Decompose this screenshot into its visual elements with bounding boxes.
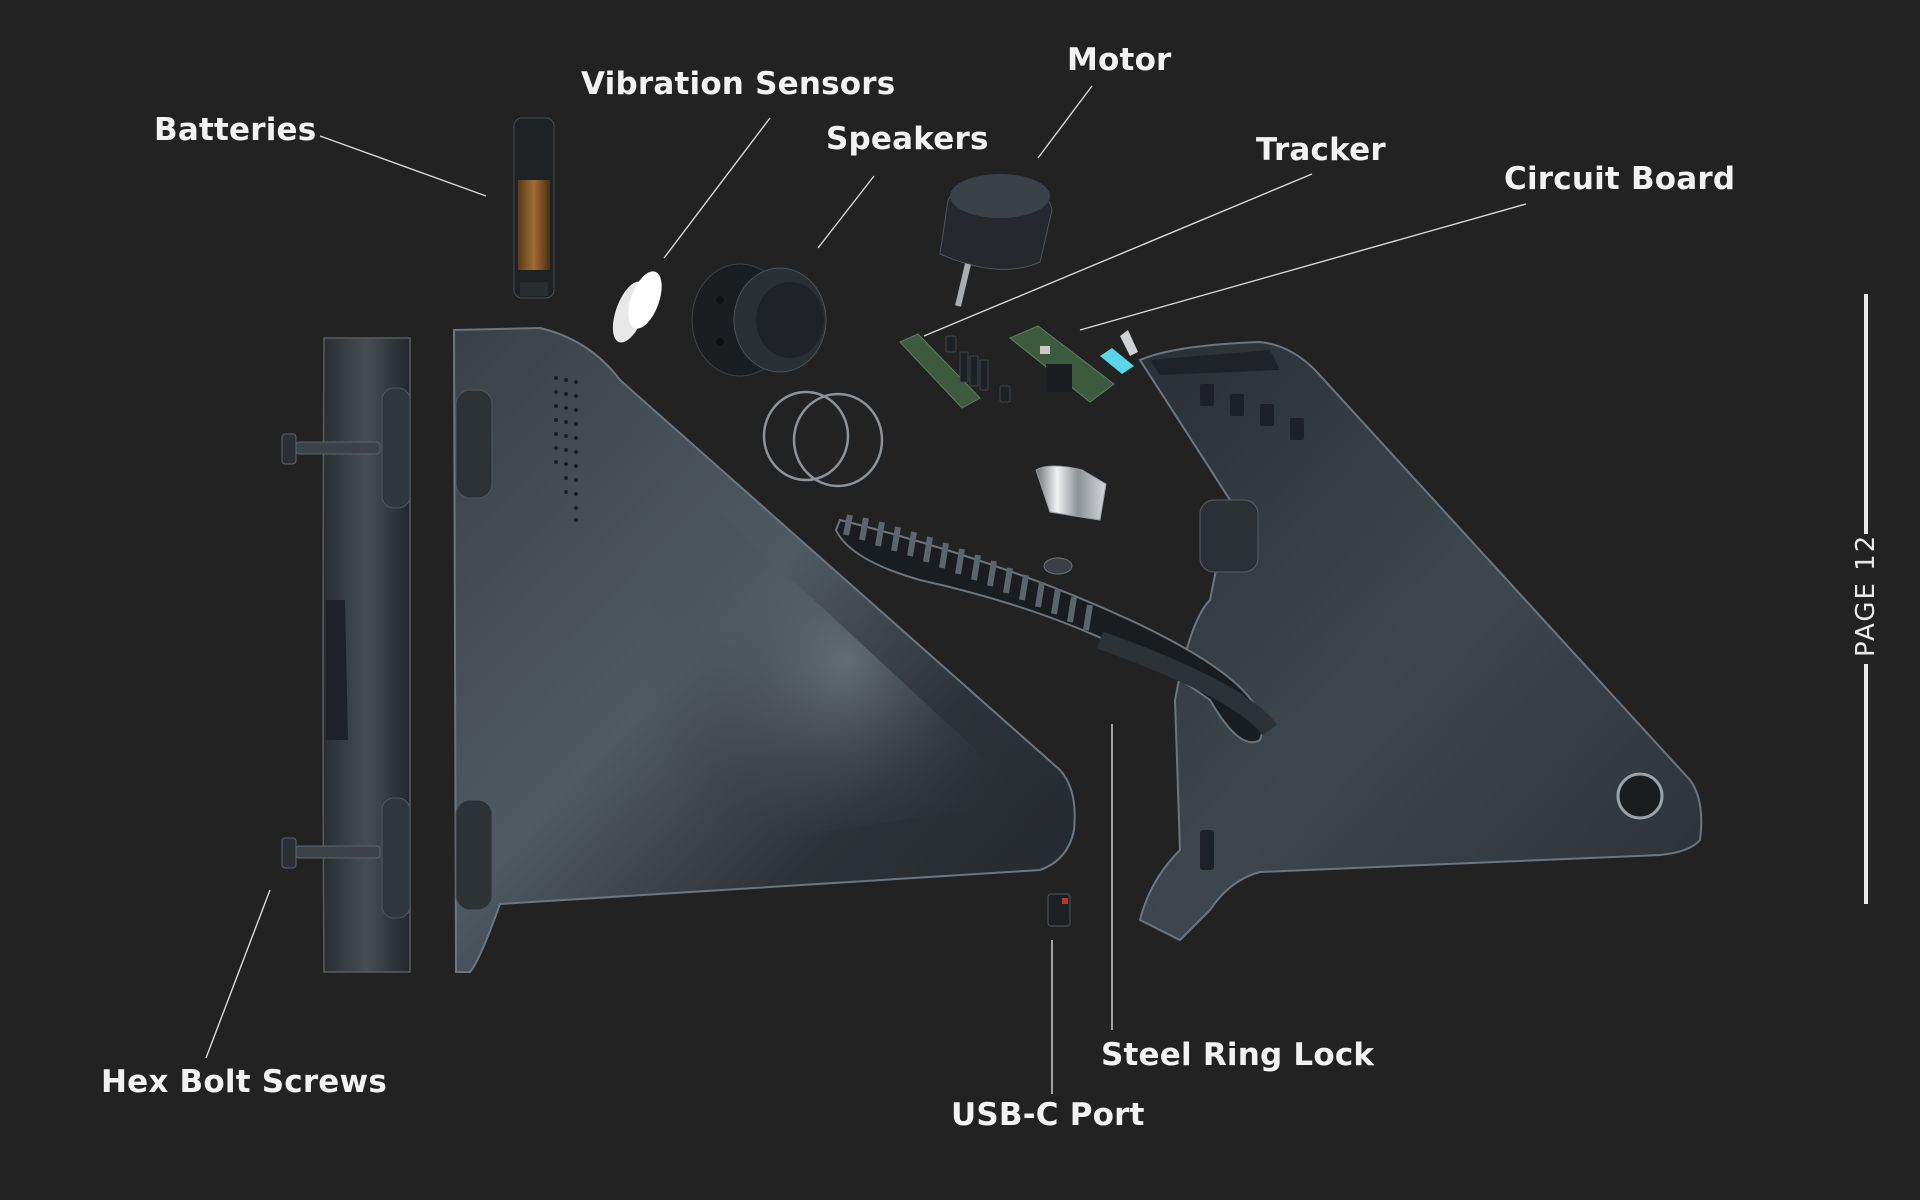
label-vibration-sensors: Vibration Sensors xyxy=(581,66,896,102)
label-motor: Motor xyxy=(1067,42,1172,78)
battery xyxy=(513,117,555,299)
motor xyxy=(939,174,1053,307)
speaker-rings xyxy=(762,390,884,488)
right-triangular-housing xyxy=(1138,340,1703,942)
label-speakers: Speakers xyxy=(826,121,989,157)
speaker xyxy=(691,263,827,377)
left-triangular-housing xyxy=(452,326,1076,973)
leader-speakers xyxy=(817,175,875,249)
leader-motor xyxy=(1037,85,1093,159)
circuit-board xyxy=(1009,325,1115,403)
tracker-board xyxy=(899,333,1011,409)
small-washer xyxy=(1043,557,1073,575)
usbc-port-part xyxy=(1047,893,1071,927)
left-housing-bar xyxy=(322,337,411,973)
mounting-hole xyxy=(1616,772,1664,820)
leader-circuit-board xyxy=(1079,203,1527,331)
steel-ring-lock xyxy=(834,514,1278,744)
chrome-latch xyxy=(1035,465,1107,521)
label-circuit-board: Circuit Board xyxy=(1504,161,1736,197)
label-steel-ring-lock: Steel Ring Lock xyxy=(1101,1037,1375,1073)
hex-bolt-screw-bottom xyxy=(281,837,381,869)
label-hex-bolt-screws: Hex Bolt Screws xyxy=(101,1064,388,1100)
leader-hex-bolt-screws xyxy=(205,889,271,1059)
leader-lines xyxy=(205,85,1527,1094)
speaker-grille-dots xyxy=(554,376,578,522)
hex-bolt-screw-top xyxy=(281,433,381,465)
label-tracker: Tracker xyxy=(1256,132,1386,168)
leader-batteries xyxy=(319,135,487,197)
right-housing-ribs xyxy=(1200,384,1304,440)
label-usbc-port: USB-C Port xyxy=(951,1097,1145,1133)
vibration-sensors xyxy=(612,271,662,343)
page-number-label: PAGE 12 xyxy=(1851,533,1881,657)
leader-vibration-sensors xyxy=(663,117,771,259)
label-batteries: Batteries xyxy=(154,112,317,148)
tracker-cyan-chip xyxy=(1100,330,1138,374)
gear-teeth xyxy=(843,514,1093,631)
leader-tracker xyxy=(923,173,1313,337)
